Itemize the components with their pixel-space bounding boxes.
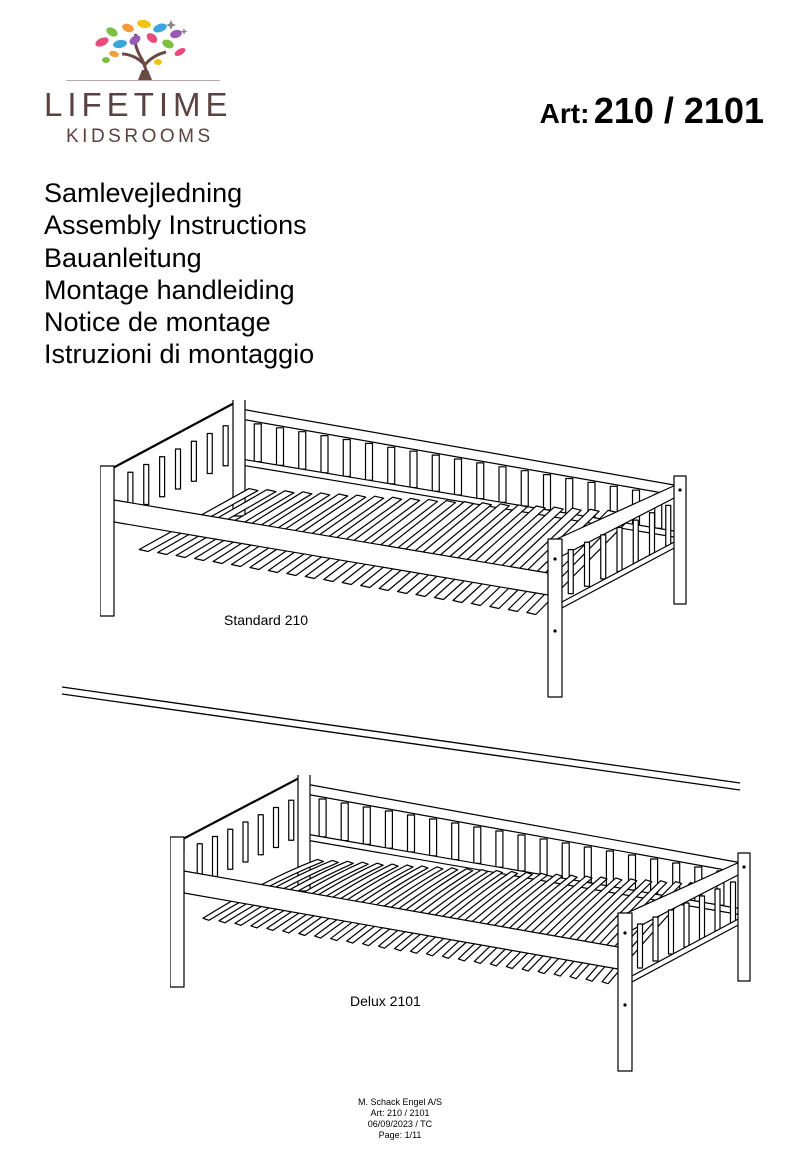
right-end-spindle (665, 504, 672, 550)
back-spindle (431, 454, 440, 492)
right-end-spindle (616, 526, 623, 573)
back-left-post (232, 400, 246, 517)
back-spindle (406, 814, 416, 853)
back-spindle (517, 834, 526, 872)
tree-logo-icon (95, 19, 188, 81)
back-spindle (275, 427, 285, 466)
back-spindle (298, 431, 307, 470)
bolt-hole (623, 931, 627, 935)
bed-illustration-delux (170, 775, 751, 1072)
left-end-spindle (206, 432, 213, 475)
back-left-post (297, 775, 311, 892)
brand-divider (66, 80, 220, 81)
right-end-spindle (567, 549, 574, 595)
left-end-spindle (222, 425, 229, 467)
left-end-spindle (272, 806, 280, 849)
left-end-spindle (242, 821, 249, 863)
article-prefix: Art: (539, 98, 590, 129)
right-end-spindle (636, 923, 644, 969)
bolt-hole (553, 557, 557, 561)
bolt-hole (623, 1003, 627, 1007)
brand-logo (40, 14, 250, 154)
front-right-post (547, 538, 563, 698)
bolt-hole (742, 865, 746, 869)
bolt-hole (553, 629, 557, 633)
article-numbers: 210 / 2101 (593, 90, 764, 131)
back-spindle (561, 842, 570, 880)
right-end-spindle (652, 916, 659, 962)
left-end-spindle (190, 440, 197, 482)
right-end-spindle (667, 909, 675, 955)
title-dutch: Montage handleiding (44, 274, 295, 305)
back-spindle (384, 810, 393, 849)
back-spindle (364, 442, 374, 481)
article-number: Art: 210 / 2101 (540, 90, 764, 132)
left-end-spindle (227, 828, 234, 870)
back-spindle (253, 423, 262, 463)
back-spindle (387, 446, 396, 485)
front-right-post (617, 912, 633, 1072)
left-end-top-rail (107, 400, 242, 483)
back-spindle (318, 798, 327, 838)
title-italian: Istruzioni di montaggio (44, 339, 315, 370)
right-end-spindle (729, 881, 737, 927)
title-german: Bauanleitung (44, 242, 202, 273)
title-english: Assembly Instructions (44, 210, 307, 241)
back-spindle (429, 818, 438, 857)
right-end-spindle (632, 519, 639, 565)
back-spindle (520, 470, 529, 507)
footer-art: Art: 210 / 2101 (370, 1108, 430, 1118)
back-spindle (320, 434, 329, 474)
left-end-spindle (174, 448, 182, 490)
title-french: Notice de montage (44, 307, 271, 338)
left-end-spindle (288, 799, 295, 841)
back-spindle (409, 450, 418, 489)
back-spindle (542, 473, 552, 511)
right-end-spindle (583, 541, 591, 587)
left-end-spindle (159, 456, 166, 498)
back-spindle (473, 826, 482, 865)
brand-name: LIFETIME (44, 86, 233, 123)
footer-company: M. Schack Engel A/S (357, 1097, 443, 1107)
back-spindle (476, 462, 485, 500)
front-left-post (100, 465, 115, 617)
right-end-spindle (714, 888, 721, 934)
back-spindle (539, 838, 548, 876)
right-end-spindle (683, 902, 690, 948)
footer-date: 06/09/2023 / TC (367, 1119, 433, 1129)
title-danish: Samlevejledning (44, 178, 243, 208)
back-right-post (737, 852, 751, 982)
right-end-spindle (648, 512, 656, 558)
caption-delux: Delux 2101 (350, 993, 421, 1009)
left-end-top-rail (177, 775, 307, 854)
back-spindle (342, 438, 351, 478)
back-spindle (362, 806, 371, 846)
back-spindle (453, 458, 463, 496)
right-end-spindle (698, 895, 706, 941)
instruction-titles: Samlevejledning Assembly Instructions Ba… (44, 177, 314, 371)
bed-illustration-standard (100, 400, 687, 698)
left-end-spindle (257, 814, 264, 856)
section-divider (61, 686, 741, 791)
back-spindle (498, 466, 507, 504)
left-end-spindle (143, 463, 150, 506)
back-spindle (495, 830, 504, 868)
left-end-spindle (211, 835, 219, 878)
back-spindle (451, 822, 460, 861)
page-footer: M. Schack Engel A/S Art: 210 / 2101 06/0… (330, 1097, 470, 1141)
back-spindle (340, 802, 349, 842)
back-right-post (673, 475, 687, 605)
bolt-hole (678, 488, 682, 492)
front-left-post (170, 836, 185, 988)
footer-page: Page: 1/11 (378, 1130, 422, 1140)
brand-subtitle: KIDSROOMS (66, 126, 214, 147)
right-end-spindle (600, 534, 607, 580)
caption-standard: Standard 210 (224, 612, 309, 628)
